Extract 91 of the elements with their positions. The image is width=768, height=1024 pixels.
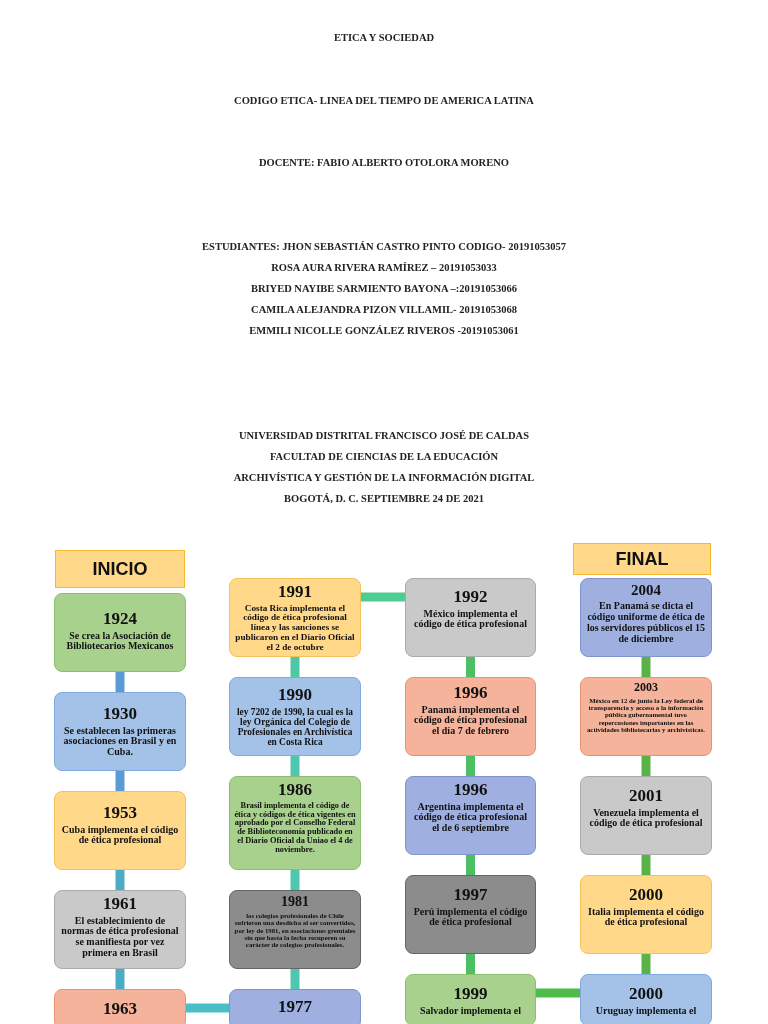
connector-line xyxy=(290,657,300,677)
connector-line xyxy=(466,657,475,677)
header-text: FACULTAD DE CIENCIAS DE LA EDUCACIÓN xyxy=(268,450,500,464)
connector-line xyxy=(361,592,405,602)
connector-line xyxy=(115,771,125,791)
header-text: ESTUDIANTES: JHON SEBASTIÁN CASTRO PINTO CODIGO- 20191053057 xyxy=(201,240,567,254)
event-description: En Panamá se dicta el código uniforme de ética de los servidores públicos el 15 de diciembre xyxy=(585,601,707,645)
event-year: 1924 xyxy=(103,609,137,629)
timeline-event-card xyxy=(54,692,186,771)
event-description: Cuba implementa el código de ética profesional xyxy=(60,824,180,847)
event-description: Perú implementa el código de ética profesional xyxy=(412,906,529,929)
event-description: Italia implementa el código de ética profesional xyxy=(587,906,705,929)
timeline-event-card xyxy=(580,974,712,1024)
timeline-event-card xyxy=(54,791,186,870)
event-description: Argentina implementa el código de ética profesional el de 6 septiembre xyxy=(413,801,528,834)
event-year: 2001 xyxy=(629,786,663,806)
event-year: 1977 xyxy=(278,997,312,1017)
event-description: Brasil implementa el código de ética y códigos de ética vigentes en aprobado por el Conselho Federal de Biblioteconomía publicado en el Diario Oficial da Uniao el 4 de noviembre. xyxy=(234,801,356,856)
timeline-event-card xyxy=(580,875,712,954)
connector-line xyxy=(466,954,475,974)
connector-line xyxy=(290,969,300,989)
timeline-event-card xyxy=(54,593,186,672)
timeline-event-card xyxy=(405,677,536,756)
event-year: 1953 xyxy=(103,803,137,823)
event-year: 1990 xyxy=(278,685,312,705)
event-year: 1999 xyxy=(453,984,488,1004)
event-year: 1991 xyxy=(278,582,312,602)
timeline-event-card xyxy=(229,890,361,969)
timeline-event-card xyxy=(580,677,712,756)
event-year: 1961 xyxy=(103,894,137,914)
header-text: ROSA AURA RIVERA RAMÍREZ – 20191053033 xyxy=(270,261,498,275)
timeline-event-card xyxy=(54,989,186,1024)
connector-line xyxy=(641,657,651,677)
connector-line xyxy=(290,870,300,890)
timeline-event-card xyxy=(580,578,712,657)
event-description: México implementa el código de ética profesional xyxy=(413,608,528,631)
timeline-event-card xyxy=(405,875,536,954)
timeline-event-card xyxy=(229,776,361,870)
event-description: El establecimiento de normas de ética profesional se manifiesta por vez primera en Brasil xyxy=(60,915,180,959)
timeline-event-card xyxy=(405,578,536,657)
event-year: 1996 xyxy=(453,683,488,703)
event-year: 1981 xyxy=(281,894,309,911)
event-description: Salvador implementa el xyxy=(420,1005,521,1017)
connector-line xyxy=(186,1003,229,1013)
connector-line xyxy=(641,855,651,875)
header-text: BRIYED NAYIBE SARMIENTO BAYONA –:20191053066 xyxy=(249,282,519,296)
event-year: 2000 xyxy=(629,885,663,905)
event-year: 1986 xyxy=(278,780,312,800)
timeline-event-card xyxy=(229,578,361,657)
tag-text: FINAL xyxy=(615,548,669,570)
timeline-event-card xyxy=(229,677,361,756)
event-year: 2004 xyxy=(631,582,661,600)
event-year: 1930 xyxy=(103,704,137,724)
event-year: 1997 xyxy=(453,885,488,905)
connector-line xyxy=(115,969,125,989)
header-text: CAMILA ALEJANDRA PIZON VILLAMIL- 20191053068 xyxy=(250,303,518,317)
timeline-event-card xyxy=(580,776,712,855)
header-text: BOGOTÁ, D. C. SEPTIEMBRE 24 DE 2021 xyxy=(283,492,485,506)
header-text: CODIGO ETICA- LINEA DEL TIEMPO DE AMERICA LATINA xyxy=(233,94,535,108)
connector-line xyxy=(290,756,300,776)
timeline-event-card xyxy=(405,776,536,855)
heading-tag xyxy=(55,550,185,588)
event-description: Se crea la Asociación de Bibliotecarios Mexicanos xyxy=(65,630,175,653)
connector-line xyxy=(466,855,475,875)
connector-line xyxy=(536,988,580,998)
event-year: 1996 xyxy=(453,780,488,800)
header-text: EMMILI NICOLLE GONZÁLEZ RIVEROS -20191053061 xyxy=(248,324,520,338)
connector-line xyxy=(115,672,125,692)
event-description: Se establecen las primeras asociaciones en Brasil y en Cuba. xyxy=(62,725,178,758)
event-year: 1992 xyxy=(453,587,488,607)
event-description: Venezuela implementa el código de ética profesional xyxy=(588,807,704,830)
connector-line xyxy=(115,870,125,890)
timeline-event-card xyxy=(229,989,361,1024)
event-year: 1963 xyxy=(103,999,137,1019)
heading-tag xyxy=(573,543,711,575)
header-text: UNIVERSIDAD DISTRITAL FRANCISCO JOSÉ DE CALDAS xyxy=(237,429,531,443)
event-description: ley 7202 de 1990, la cual es la ley Orgánica del Colegio de Profesionales en Archivística en Costa Rica xyxy=(235,706,355,748)
event-year: 2000 xyxy=(629,984,663,1004)
header-text: DOCENTE: FABIO ALBERTO OTOLORA MORENO xyxy=(258,156,510,170)
event-description: Costa Rica implementa el código de ética profesional línea y las sanciones se publicaron en el Diario Oficial el 2 de octubre xyxy=(234,603,356,654)
event-description: Panamá implementa el código de ética profesional el día 7 de febrero xyxy=(413,704,528,737)
timeline-event-card xyxy=(54,890,186,969)
connector-line xyxy=(641,756,651,776)
header-text: ARCHIVÍSTICA Y GESTIÓN DE LA INFORMACIÓN DIGITAL xyxy=(232,471,536,485)
event-description: Uruguay implementa el xyxy=(595,1005,697,1017)
connector-line xyxy=(641,954,651,974)
page-title: ETICA Y SOCIEDAD xyxy=(332,31,436,45)
connector-line xyxy=(466,756,475,776)
event-year: 2003 xyxy=(634,681,658,695)
tag-text: INICIO xyxy=(92,558,148,580)
timeline-event-card xyxy=(405,974,536,1024)
